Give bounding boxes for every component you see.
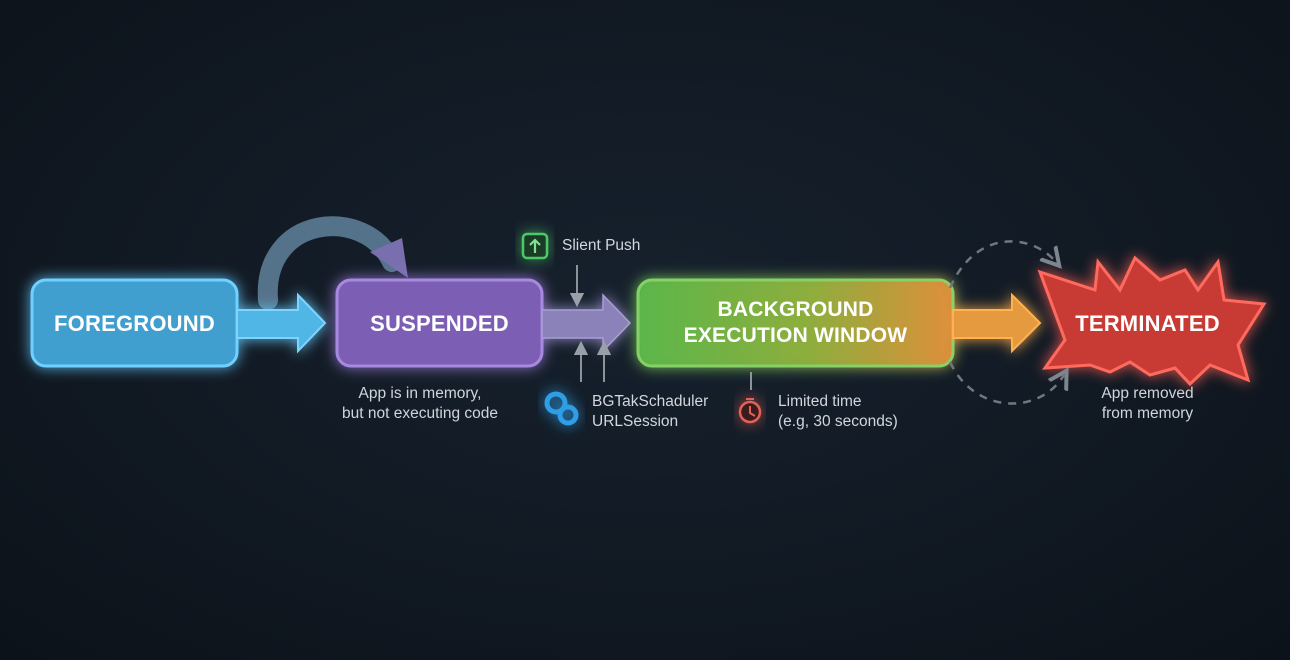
background-label-line1: BACKGROUND — [717, 298, 874, 321]
dashed-arc-bottom — [948, 361, 1064, 405]
tasks-label-line2: URLSession — [592, 413, 679, 430]
limit-label-line1: Limited time — [778, 393, 862, 410]
gears-icon — [544, 391, 579, 426]
background-label: BACKGROUND EXECUTION WINDOW — [638, 297, 953, 349]
arrow-suspended-to-background — [541, 293, 632, 353]
background-node — [636, 278, 1042, 368]
arrow-background-to-terminated — [952, 292, 1042, 354]
terminated-label: TERMINATED — [1075, 311, 1220, 336]
tasks-label: BGTakSchaduler URLSession — [592, 392, 708, 432]
push-arrow-up-icon — [521, 232, 549, 260]
terminated-caption-line1: App removed — [1101, 385, 1194, 402]
arrow-foreground-to-suspended — [236, 292, 327, 354]
suspended-caption-line2: but not executing code — [342, 405, 498, 422]
suspended-caption-line1: App is in memory, — [358, 385, 482, 402]
silent-push-label: Slient Push — [562, 237, 641, 254]
timer-icon — [738, 398, 762, 424]
background-label-line2: EXECUTION WINDOW — [683, 324, 908, 347]
dashed-arc-top — [948, 240, 1056, 289]
limit-label: Limited time (e.g, 30 seconds) — [778, 392, 898, 432]
terminated-caption-line2: from memory — [1101, 405, 1194, 422]
suspended-caption: App is in memory, but not executing code — [320, 384, 520, 424]
foreground-node — [30, 278, 327, 368]
terminated-node — [1037, 255, 1267, 387]
suspended-label: SUSPENDED — [370, 311, 509, 336]
curved-transition-arrow — [257, 216, 402, 310]
tasks-label-line1: BGTakSchaduler — [592, 393, 709, 410]
terminated-caption: App removed from memory — [1070, 384, 1225, 424]
foreground-label: FOREGROUND — [54, 311, 215, 336]
limit-label-line2: (e.g, 30 seconds) — [778, 413, 898, 430]
suspended-node — [335, 278, 632, 368]
